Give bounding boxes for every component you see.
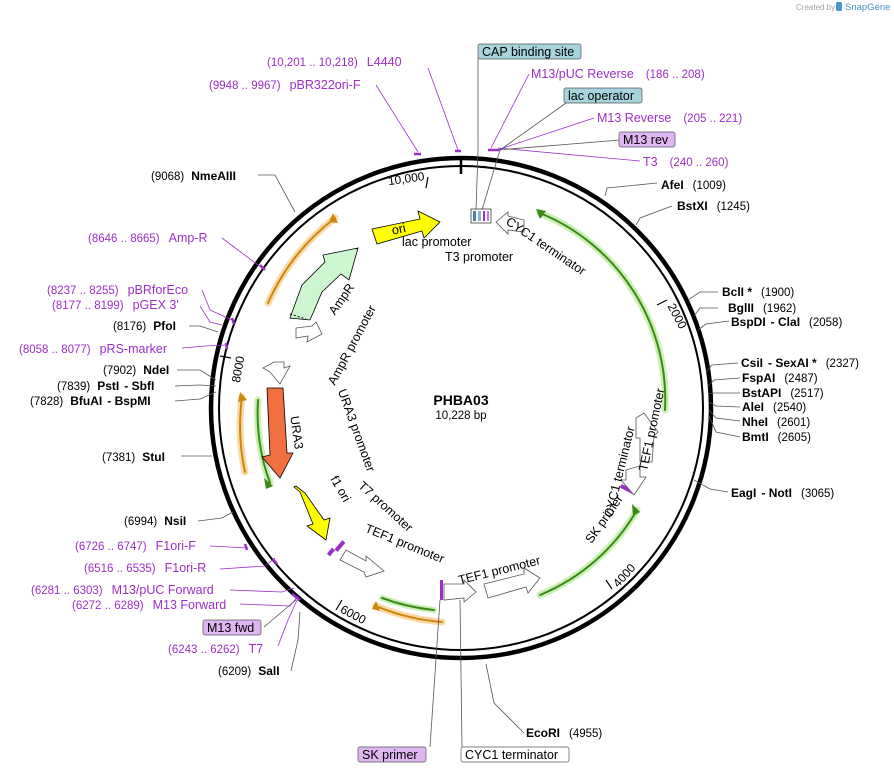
primer-leaders	[181, 67, 641, 647]
tick-label-10000: 10,000	[387, 169, 426, 188]
site-alei: AleI(2540)	[742, 400, 806, 414]
site-csii-sexai: CsiI- SexAI *(2327)	[741, 356, 859, 370]
primer-l4440: (10,201 .. 10,218)L4440	[267, 55, 402, 69]
primer-labels: (10,201 .. 10,218)L4440 (9948 .. 9967)pB…	[19, 55, 742, 656]
arc-arrowhead-icon	[632, 504, 640, 516]
lac-operator-box: lac operator	[563, 87, 643, 104]
t7-promoter-label: T7 promoter	[356, 479, 416, 535]
ura3-arrow	[261, 387, 294, 479]
ura3-promoter-label: URA3 promoter	[335, 387, 378, 473]
site-psti-sbfi: (7839)PstI- SbfI	[57, 379, 154, 393]
credit-text: Created by	[796, 3, 835, 12]
primer-pgex-3: (8177 .. 8199)pGEX 3'	[52, 298, 179, 312]
box-leaders	[263, 58, 621, 748]
primer-f1ori-f: (6726 .. 6747)F1ori-F	[75, 539, 196, 553]
cyc1-terminator-box: CYC1 terminator	[460, 746, 570, 763]
ura3-label: URA3	[287, 415, 306, 450]
m13-rev-box: M13 rev	[618, 131, 676, 148]
tick-label-8000: 8000	[229, 355, 247, 384]
m13-fwd-box: M13 fwd	[202, 619, 262, 636]
lac-operator-label: lac operator	[568, 89, 634, 103]
primer-m13-puc-reverse: M13/pUC Reverse(186 .. 208)	[531, 67, 705, 81]
sk-primer-box: SK primer	[357, 746, 427, 763]
primer-m13-forward: (6272 .. 6289)M13 Forward	[72, 598, 226, 612]
arc-arrowhead-icon	[536, 209, 546, 219]
ori-arrow	[371, 210, 441, 245]
m13-rev-mark	[483, 211, 485, 221]
m13-fwd-label: M13 fwd	[207, 621, 254, 635]
site-bfuai-bspmi: (7828)BfuAI- BspMI	[30, 394, 151, 408]
site-nsii: (6994)NsiI	[124, 514, 186, 528]
t3-promoter-label: T3 promoter	[445, 250, 513, 264]
site-fspai: FspAI(2487)	[742, 371, 818, 385]
site-pfoi: (8176)PfoI	[113, 319, 176, 333]
plasmid-size: 10,228 bp	[435, 410, 486, 422]
site-bmti: BmtI(2605)	[742, 430, 811, 444]
arc-arrowhead-icon	[372, 601, 380, 611]
arc-arrowhead-icon	[238, 392, 247, 402]
snapgene-logo-icon	[836, 2, 842, 11]
cyc1-terminator-top-arrow	[495, 211, 525, 235]
tef1-promoter-bottom-arrow-2	[483, 567, 541, 599]
m13-rev-label: M13 rev	[623, 133, 669, 147]
sk-primer-label: SK primer	[362, 748, 418, 762]
lac-operator-mark	[478, 211, 481, 221]
primer-m13-reverse: M13 Reverse(205 .. 221)	[597, 111, 742, 125]
site-sali: (6209)SalI	[218, 664, 280, 678]
site-stui: (7381)StuI	[102, 450, 165, 464]
site-eagi-noti: EagI- NotI(3065)	[731, 486, 834, 500]
cyc1-terminator-label: CYC1 terminator	[465, 748, 558, 762]
site-ndei: (7902)NdeI	[103, 363, 169, 377]
tef1-promoter-left-arrow	[339, 549, 385, 578]
cap-binding-site-label: CAP binding site	[482, 45, 574, 59]
arc-arrowhead-icon	[264, 478, 273, 489]
m13-fwd-mark	[334, 540, 346, 552]
primer-m13-puc-forward: (6281 .. 6303)M13/pUC Forward	[31, 583, 214, 597]
site-bcli: BclI *(1900)	[722, 285, 794, 299]
f1-ori-label: f1 ori	[327, 473, 353, 504]
primer-prs-marker: (8058 .. 8077)pRS-marker	[19, 342, 167, 356]
cyc1-terminator-top-label: CYC1 terminator	[503, 214, 588, 278]
t3-mark	[487, 211, 489, 221]
lac-promoter-label: lac promoter	[402, 235, 471, 249]
primer-amp-r: (8646 .. 8665)Amp-R	[88, 231, 208, 245]
ampr-promoter-arrow	[295, 321, 323, 343]
tef1-promoter-bottom-arrow	[443, 579, 477, 603]
primer-t7: (6243 .. 6262)T7	[168, 642, 263, 656]
restriction-site-labels: (9068)NmeAIII AfeI(1009) BstXI(1245) Bcl…	[30, 169, 859, 740]
primer-marks	[224, 148, 499, 601]
primer-pbr322ori-f: (9948 .. 9967)pBR322ori-F	[209, 78, 361, 92]
site-ecori: EcoRI(4955)	[526, 726, 602, 740]
site-afei: AfeI(1009)	[661, 178, 726, 192]
cyc1-terminator-right-arrow	[620, 465, 647, 496]
primer-pbrforeco: (8237 .. 8255)pBRforEco	[47, 283, 188, 297]
site-leaders	[174, 174, 741, 734]
ampr-label: AmpR	[326, 281, 357, 317]
ori-label: ori	[391, 221, 408, 238]
site-nhei: NheI(2601)	[742, 415, 810, 429]
site-bspdi-clai: BspDI- ClaI(2058)	[731, 315, 842, 329]
primer-f1ori-r: (6516 .. 6535)F1ori-R	[84, 561, 206, 575]
site-bstapi: BstAPI(2517)	[742, 386, 824, 400]
ampr-arrow	[289, 247, 359, 321]
plasmid-name: PHBA03	[433, 392, 488, 408]
tef1-promoter-right-arrow	[635, 412, 659, 463]
site-bglii: BglII(1962)	[728, 301, 796, 315]
primer-t3: T3(240 .. 260)	[643, 155, 729, 169]
sk-primer-mark	[440, 580, 443, 600]
tick-label-6000: 6000	[338, 602, 368, 627]
ura3-promoter-arrow	[262, 361, 291, 385]
tick-label-2000: 2000	[665, 301, 690, 331]
f1-ori-arrow	[293, 485, 331, 541]
cap-binding-site-box: CAP binding site	[477, 43, 582, 60]
feature-arcs	[236, 209, 669, 626]
cap-site-mark	[473, 211, 476, 221]
credit-brand: SnapGene	[845, 2, 890, 13]
t7-mark	[326, 547, 336, 557]
site-bstxi: BstXI(1245)	[677, 199, 750, 213]
site-nmeaiii: (9068)NmeAIII	[151, 169, 236, 183]
arc-arrowhead-icon	[329, 213, 338, 223]
